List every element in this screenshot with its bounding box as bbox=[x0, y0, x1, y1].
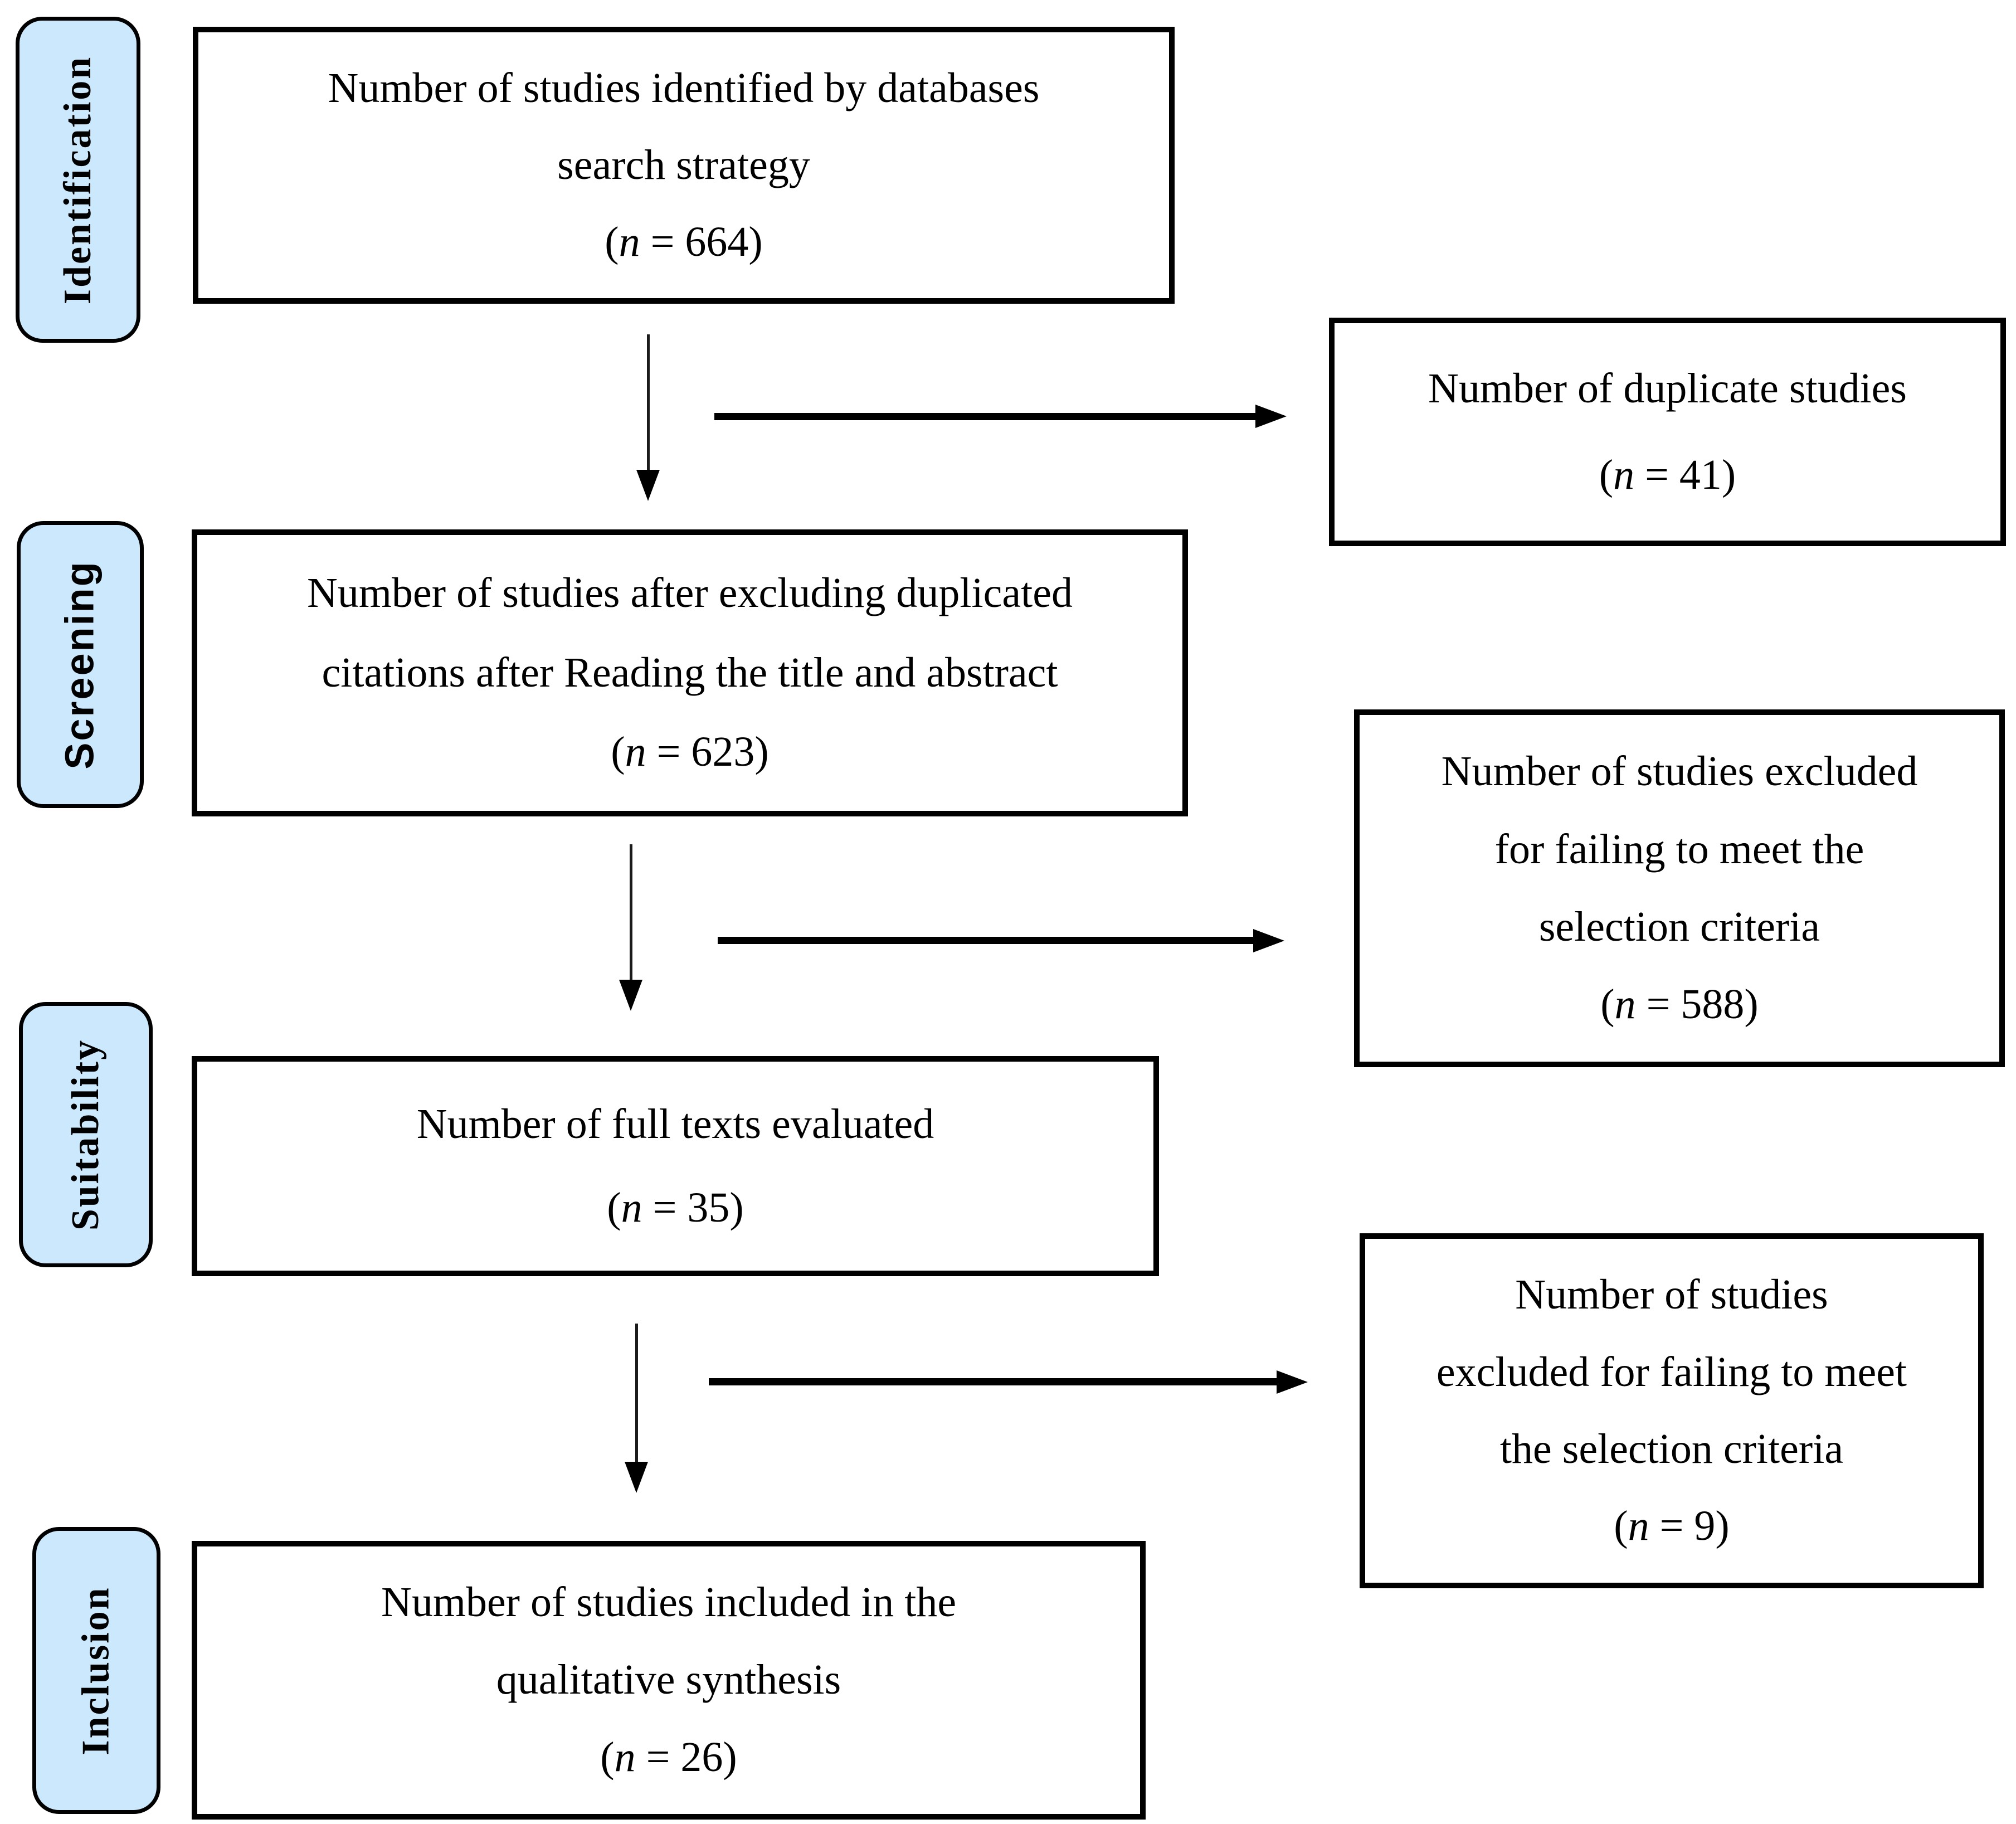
flow-box-fulltext-count: (n = 35) bbox=[607, 1184, 744, 1231]
side-box-excluded-588: Number of studies excluded for failing t… bbox=[1354, 709, 2005, 1067]
side-box-excluded-9-line2: excluded for failing to meet bbox=[1436, 1348, 1907, 1395]
stage-label-inclusion: Inclusion bbox=[32, 1527, 160, 1814]
flow-box-included: Number of studies included in the qualit… bbox=[192, 1541, 1146, 1820]
flow-box-fulltext: Number of full texts evaluated (n = 35) bbox=[192, 1056, 1159, 1276]
arrow-line bbox=[647, 334, 650, 471]
arrow-head bbox=[1255, 405, 1287, 428]
flow-box-after-duplicates: Number of studies after excluding duplic… bbox=[192, 529, 1188, 816]
side-box-duplicates-line1: Number of duplicate studies bbox=[1428, 364, 1907, 412]
side-box-excluded-9-line1: Number of studies bbox=[1515, 1271, 1828, 1319]
side-box-duplicates: Number of duplicate studies (n = 41) bbox=[1329, 318, 2006, 546]
arrow-line bbox=[630, 844, 632, 981]
arrow-head bbox=[636, 470, 660, 501]
arrow-head bbox=[1253, 929, 1284, 952]
stage-label-screening: Screening bbox=[17, 521, 144, 808]
flow-box-identified-line2: search strategy bbox=[557, 141, 810, 188]
arrow-head bbox=[1277, 1370, 1308, 1394]
side-box-excluded-9: Number of studies excluded for failing t… bbox=[1360, 1233, 1984, 1588]
flow-box-identified-line1: Number of studies identified by database… bbox=[328, 64, 1040, 111]
arrow-line bbox=[714, 413, 1257, 420]
stage-label-identification: Identification bbox=[16, 17, 140, 343]
flow-box-after-duplicates-line1: Number of studies after excluding duplic… bbox=[307, 570, 1073, 617]
stage-label-screening-text: Screening bbox=[58, 560, 103, 770]
flow-box-included-count: (n = 26) bbox=[600, 1734, 737, 1781]
side-box-excluded-588-line2: for failing to meet the bbox=[1494, 825, 1864, 873]
flow-box-included-line1: Number of studies included in the bbox=[381, 1579, 957, 1626]
flow-box-after-duplicates-count: (n = 623) bbox=[611, 728, 769, 776]
side-box-duplicates-count: (n = 41) bbox=[1599, 451, 1736, 498]
flow-box-after-duplicates-line2: citations after Reading the title and ab… bbox=[322, 649, 1058, 696]
arrow-line bbox=[635, 1324, 638, 1463]
flow-box-included-line2: qualitative synthesis bbox=[496, 1656, 841, 1704]
flow-box-fulltext-line1: Number of full texts evaluated bbox=[416, 1100, 934, 1147]
side-box-excluded-9-count: (n = 9) bbox=[1614, 1502, 1730, 1550]
flow-box-identified: Number of studies identified by database… bbox=[193, 27, 1175, 304]
stage-label-suitability-text: Suitability bbox=[64, 1038, 107, 1231]
side-box-excluded-9-line3: the selection criteria bbox=[1499, 1426, 1844, 1473]
stage-label-identification-text: Identification bbox=[56, 55, 100, 304]
side-box-excluded-588-line1: Number of studies excluded bbox=[1441, 748, 1918, 795]
stage-label-inclusion-text: Inclusion bbox=[75, 1585, 118, 1755]
arrow-line bbox=[709, 1378, 1278, 1385]
flow-box-identified-count: (n = 664) bbox=[605, 218, 763, 265]
arrow-head bbox=[625, 1462, 648, 1493]
side-box-excluded-588-line3: selection criteria bbox=[1538, 903, 1820, 951]
arrow-line bbox=[718, 937, 1254, 944]
stage-label-suitability: Suitability bbox=[19, 1002, 153, 1267]
side-box-excluded-588-count: (n = 588) bbox=[1600, 981, 1759, 1028]
arrow-head bbox=[619, 980, 642, 1011]
